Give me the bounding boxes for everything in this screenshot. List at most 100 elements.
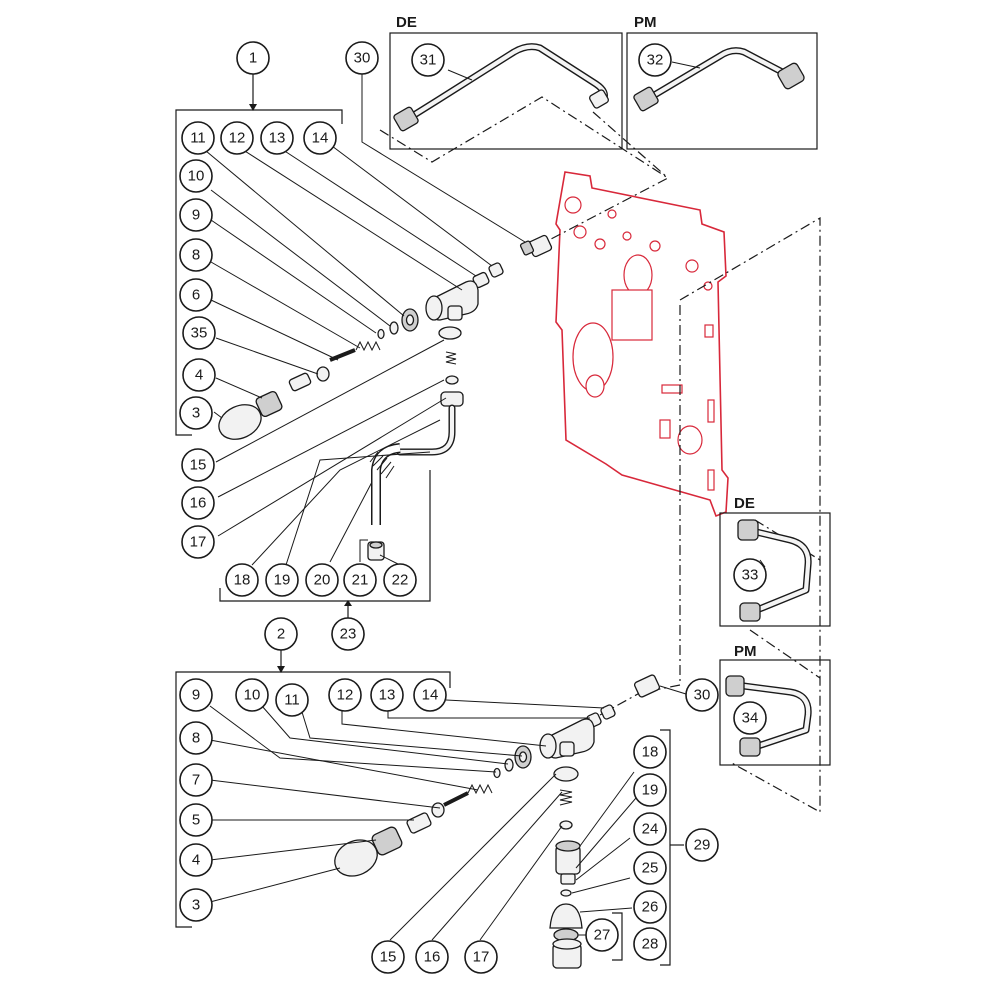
svg-text:9: 9 [192,207,200,224]
svg-text:15: 15 [190,457,207,474]
variant-label-de-top: DE [396,14,417,31]
callout-32: 32 [638,43,672,77]
callout-27: 27 [585,918,619,952]
callout-3-upper: 3 [179,396,213,430]
svg-text:19: 19 [274,572,291,589]
svg-text:6: 6 [192,287,200,304]
svg-text:8: 8 [192,247,200,264]
callout-18-upper: 18 [225,563,259,597]
svg-text:31: 31 [420,52,437,69]
callout-15-upper: 15 [181,448,215,482]
svg-text:14: 14 [422,687,439,704]
variant-box-pm-right: PM [719,643,831,766]
callout-34: 34 [733,701,767,735]
svg-text:30: 30 [694,687,711,704]
callout-2: 2 [264,617,298,651]
svg-text:10: 10 [188,168,205,185]
callout-19-upper: 19 [265,563,299,597]
callout-21: 21 [343,563,377,597]
callout-4-lower: 4 [179,843,213,877]
svg-text:11: 11 [284,692,300,709]
variant-box-de-right: DE [719,495,831,627]
svg-text:17: 17 [473,949,490,966]
callout-31: 31 [411,43,445,77]
callout-6: 6 [179,278,213,312]
callout-8-lower: 8 [179,721,213,755]
callout-16-upper: 16 [181,486,215,520]
svg-text:12: 12 [229,130,246,147]
callout-25: 25 [633,851,667,885]
svg-text:25: 25 [642,860,659,877]
svg-text:18: 18 [642,744,659,761]
callout-9-upper: 9 [179,198,213,232]
callout-3-lower: 3 [179,888,213,922]
svg-text:3: 3 [192,897,200,914]
callout-5: 5 [179,803,213,837]
callout-4-upper: 4 [182,358,216,392]
callout-24: 24 [633,812,667,846]
callout-1: 1 [236,41,270,75]
callout-20: 20 [305,563,339,597]
svg-text:34: 34 [742,710,759,727]
svg-text:30: 30 [354,50,371,67]
callout-29: 29 [685,828,719,862]
variant-label-de-right: DE [734,495,755,512]
callout-19-lower: 19 [633,773,667,807]
svg-text:1: 1 [249,50,257,67]
variant-box-de-top: DE [389,14,623,150]
callout-15-lower: 15 [371,940,405,974]
svg-text:23: 23 [340,626,357,643]
machine-frame-panel [555,171,729,518]
leader-lines [199,61,766,941]
callout-18-lower: 18 [633,735,667,769]
svg-text:13: 13 [269,130,286,147]
svg-text:4: 4 [192,852,200,869]
callout-23: 23 [331,617,365,651]
svg-text:16: 16 [190,495,207,512]
svg-text:26: 26 [642,899,659,916]
svg-text:13: 13 [379,687,396,704]
variant-label-pm-right: PM [734,643,757,660]
svg-text:8: 8 [192,730,200,747]
svg-text:22: 22 [392,572,409,589]
callout-30-lower: 30 [685,678,719,712]
svg-text:14: 14 [312,130,329,147]
callout-12-upper: 12 [220,121,254,155]
callout-33: 33 [733,558,767,592]
callout-8-upper: 8 [179,238,213,272]
callout-13-upper: 13 [260,121,294,155]
callout-9-lower: 9 [179,678,213,712]
svg-text:20: 20 [314,572,331,589]
callout-12-lower: 12 [328,678,362,712]
svg-text:28: 28 [642,936,659,953]
callout-11-upper: 11 [181,121,215,155]
callout-14-upper: 14 [303,121,337,155]
svg-text:24: 24 [642,821,659,838]
callout-17-lower: 17 [464,940,498,974]
callout-26: 26 [633,890,667,924]
variant-box-pm-top: PM [626,14,818,150]
lower-valve-assembly [334,674,661,969]
callout-7: 7 [179,763,213,797]
callout-11-lower: 11 [275,683,309,717]
svg-text:33: 33 [742,567,759,584]
svg-text:4: 4 [195,367,203,384]
callout-16-lower: 16 [415,940,449,974]
svg-text:3: 3 [192,405,200,422]
svg-text:5: 5 [192,812,200,829]
svg-text:12: 12 [337,687,354,704]
svg-text:35: 35 [191,325,208,342]
callout-28: 28 [633,927,667,961]
callout-22: 22 [383,563,417,597]
svg-text:27: 27 [594,927,611,944]
group-brackets [175,74,684,966]
svg-text:7: 7 [192,772,200,789]
variant-label-pm-top: PM [634,14,657,31]
callout-35: 35 [182,316,216,350]
svg-text:10: 10 [244,687,261,704]
callout-10-lower: 10 [235,678,269,712]
svg-text:15: 15 [380,949,397,966]
svg-text:18: 18 [234,572,251,589]
